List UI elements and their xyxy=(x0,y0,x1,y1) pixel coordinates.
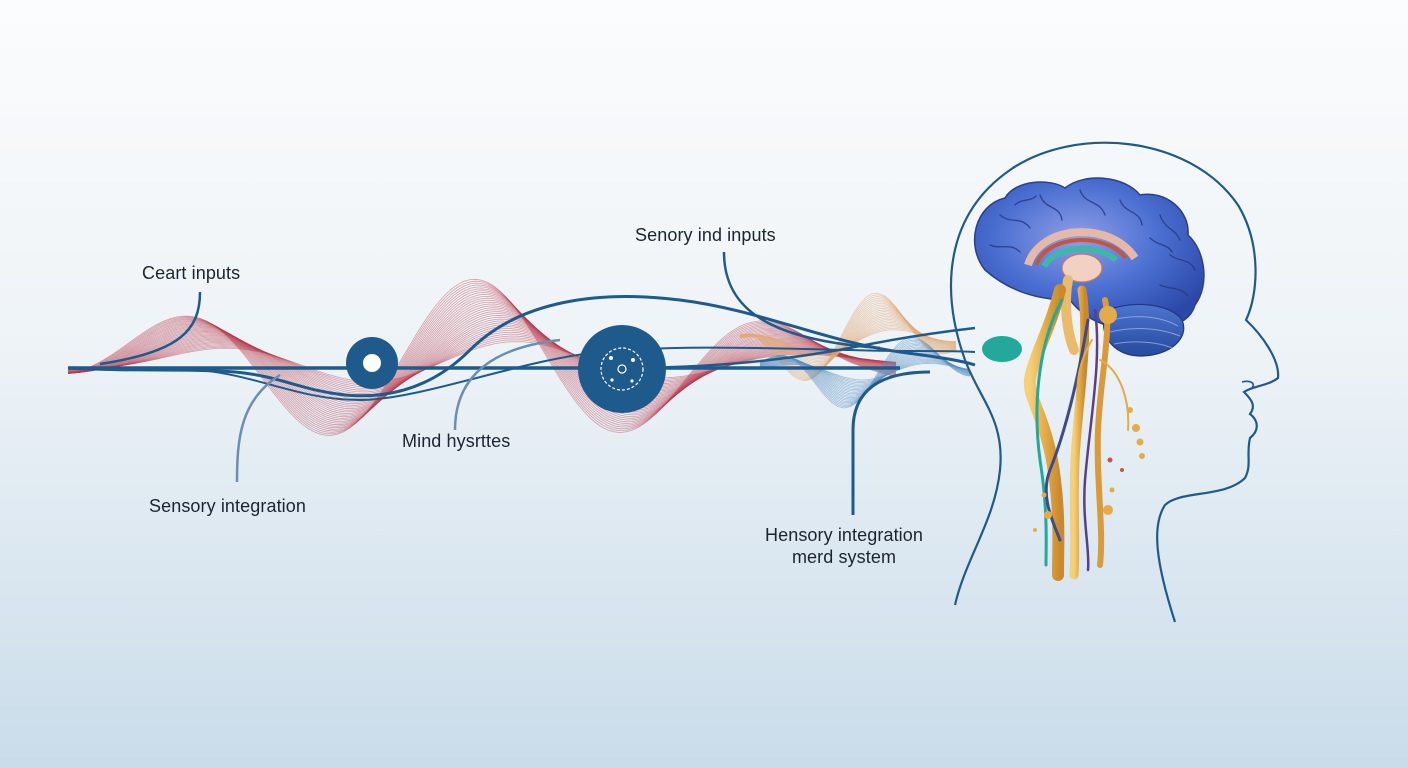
red-signal-waves xyxy=(67,278,897,436)
label-hensory-integration: Hensory integration merd system xyxy=(752,524,936,568)
leader-hensory xyxy=(851,370,931,515)
wave-red-strand xyxy=(67,309,897,411)
leader-sensory xyxy=(235,373,281,483)
face-detail xyxy=(1241,380,1255,389)
wave-peach-strand xyxy=(739,295,957,380)
leader-lines xyxy=(99,251,931,515)
head-outline xyxy=(950,141,1280,623)
wave-red-strand xyxy=(67,282,897,433)
wave-red-strand xyxy=(67,280,897,435)
wave-red-strand xyxy=(67,326,897,396)
brain-illustration xyxy=(973,177,1205,357)
wave-red-strand xyxy=(67,313,897,408)
leader-ceart xyxy=(99,291,202,366)
wave-blue-strand xyxy=(759,361,971,382)
wave-red-strand xyxy=(67,307,897,413)
wave-red-strand xyxy=(67,320,897,401)
wave-red-strand xyxy=(67,278,897,436)
label-hensory-line1: Hensory integration xyxy=(765,525,923,545)
wave-blue-strand xyxy=(759,360,971,384)
wave-red-strand xyxy=(67,328,897,395)
wave-red-strand xyxy=(67,314,897,406)
label-sensory-integration: Sensory integration xyxy=(149,496,306,516)
sensor-disc-icon xyxy=(578,325,666,413)
wave-red-strand xyxy=(67,290,897,427)
wave-peach-strand xyxy=(739,299,957,377)
wave-red-strand xyxy=(67,324,897,398)
label-mind-hysrttes: Mind hysrttes xyxy=(402,431,511,451)
wave-blue-strand xyxy=(759,358,971,386)
wave-red-strand xyxy=(68,305,897,414)
wave-red-strand xyxy=(67,341,897,382)
wave-red-strand xyxy=(67,288,897,429)
wave-red-strand xyxy=(67,339,897,384)
wave-red-strand xyxy=(67,292,897,426)
wave-red-strand xyxy=(67,286,897,430)
leader-senory xyxy=(722,251,881,350)
label-ceart-inputs: Ceart inputs xyxy=(142,263,241,283)
wave-red-strand xyxy=(67,311,897,410)
label-senory-inputs: Senory ind inputs xyxy=(635,225,776,245)
wave-blue-strand xyxy=(759,362,971,381)
teal-receptor xyxy=(982,336,1022,362)
label-hensory-line2: merd system xyxy=(791,547,897,567)
wave-blue-strand xyxy=(759,357,971,388)
wave-blue-strand xyxy=(759,359,971,385)
wave-red-strand xyxy=(67,284,897,432)
wave-red-strand xyxy=(67,330,897,393)
wave-peach-strand xyxy=(739,297,957,378)
leader-mind xyxy=(453,338,561,431)
wave-red-strand xyxy=(67,295,897,422)
nerve-ganglia xyxy=(1033,306,1145,532)
wave-red-strand xyxy=(67,322,897,400)
wave-red-strand xyxy=(67,335,897,388)
wave-red-strand xyxy=(67,337,897,386)
wave-red-strand xyxy=(67,294,897,424)
ring-node-icon xyxy=(346,337,398,389)
